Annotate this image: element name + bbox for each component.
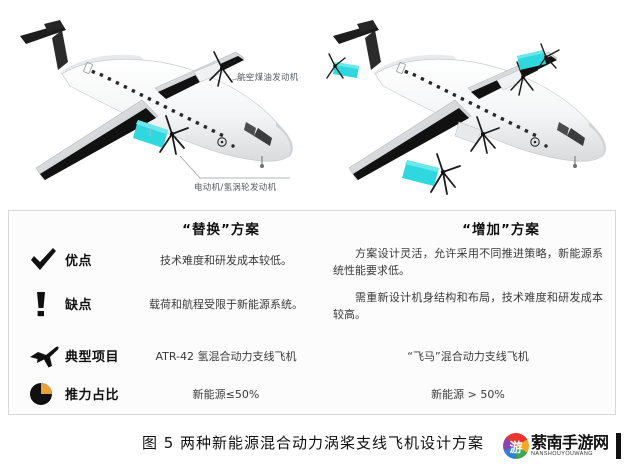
column-header-replace-scheme: “替换”方案 [182, 222, 260, 238]
figure-illustration-area: 航空煤油发动机 电动机/氢涡轮发动机 [0, 0, 626, 208]
check-icon [29, 247, 59, 273]
watermark-pinyin: NANSHOUYOUWANG [531, 450, 593, 457]
aircraft-drawing-left [20, 20, 293, 181]
cell-add-thrust-ratio: 新能源 > 50% [431, 388, 505, 401]
column-header-add-scheme: “增加”方案 [462, 222, 540, 238]
airplane-icon [29, 343, 59, 369]
table-row: 推力占比 新能源≤50% 新能源 > 50% [9, 377, 615, 417]
cell-replace-advantage: 技术难度和研发成本较低。 [160, 254, 292, 267]
table-header-row: “替换”方案 “增加”方案 [9, 211, 615, 243]
cell-replace-typical-project: ATR-42 氢混合动力支线飞机 [155, 350, 297, 363]
row-label-typical-project: 典型项目 [65, 350, 120, 365]
row-label-thrust-ratio: 推力占比 [65, 388, 120, 403]
table-row: 优点 技术难度和研发成本较低。 方案设计灵活，允许采用不同推进策略，新能源系统性… [9, 243, 615, 283]
watermark-site-name: 萦南手游网 [531, 432, 609, 452]
callout-jet-fuel-engine: 航空煤油发动机 [237, 73, 299, 83]
pie-chart-icon [29, 381, 59, 407]
table-row: 缺点 载荷和航程受限于新能源系统。 需重新设计机身结构和布局，技术难度和研发成本… [9, 287, 615, 327]
cell-replace-disadvantage: 载荷和航程受限于新能源系统。 [149, 298, 303, 311]
site-watermark: 游 萦南手游网 NANSHOUYOUWANG [503, 430, 621, 462]
replace-scheme-aircraft: 航空煤油发动机 电动机/氢涡轮发动机 [0, 0, 313, 208]
add-scheme-aircraft [313, 0, 626, 208]
watermark-badge-glyph: 游 [509, 440, 523, 456]
cell-add-typical-project: “飞马”混合动力支线飞机 [407, 350, 529, 363]
callout-electric-hydrogen-engine: 电动机/氢涡轮发动机 [194, 183, 277, 193]
aircraft-drawing-right [326, 20, 606, 195]
cell-add-advantage: 方案设计灵活，允许采用不同推进策略，新能源系统性能要求低。 [333, 247, 603, 277]
watermark-text-block: 萦南手游网 NANSHOUYOUWANG [531, 432, 609, 458]
figure-caption: 图 5 两种新能源混合动力涡桨支线飞机设计方案 [141, 434, 485, 452]
cell-replace-thrust-ratio: 新能源≤50% [192, 388, 260, 401]
watermark-logo-icon: 游 [503, 433, 529, 459]
row-label-disadvantage: 缺点 [65, 298, 93, 313]
watermark-edge-bar [616, 433, 621, 459]
table-row: 典型项目 ATR-42 氢混合动力支线飞机 “飞马”混合动力支线飞机 [9, 339, 615, 379]
row-label-advantage: 优点 [65, 254, 93, 269]
comparison-table: “替换”方案 “增加”方案 优点 技术难度和研发成本较低。 方案设计灵活，允许采… [8, 210, 616, 415]
cell-add-disadvantage: 需重新设计机身结构和布局，技术难度和研发成本较高。 [333, 291, 603, 321]
exclamation-icon [29, 291, 59, 317]
